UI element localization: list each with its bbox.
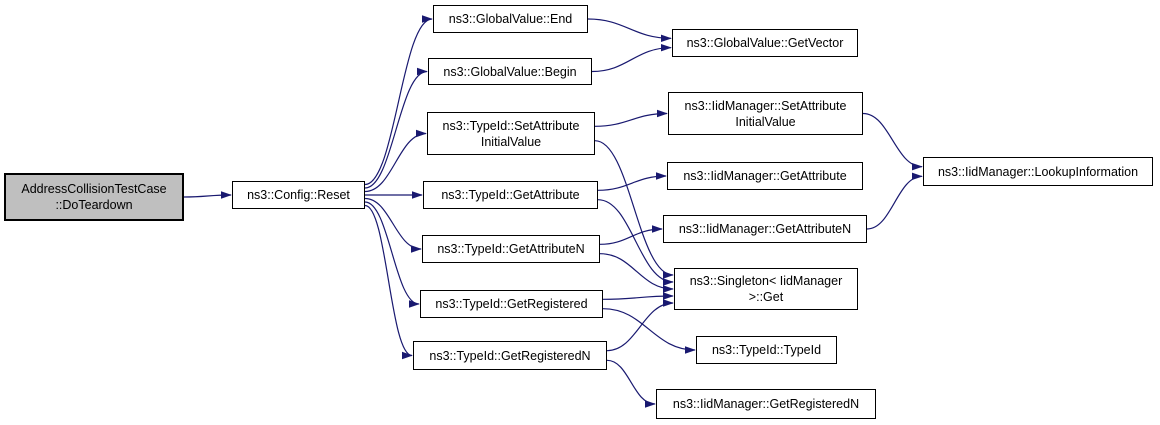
node-iidmanager-getregisteredn[interactable]: ns3::IidManager::GetRegisteredN [656, 389, 876, 419]
edge-typeid-getattributen-to-iidmanager-getattributen [599, 225, 663, 245]
edge-globalvalue-end-to-globalvalue-getvector [587, 18, 672, 43]
node-label-line: >::Get [748, 290, 784, 304]
node-label-line: ns3::TypeId::GetAttributeN [437, 242, 585, 256]
node-label-line: ns3::IidManager::LookupInformation [937, 164, 1139, 179]
node-label-line: ns3::IidManager::GetAttributeN [678, 222, 852, 236]
node-label-line: AddressCollisionTestCase [21, 182, 167, 196]
node-label-line: ns3::TypeId::SetAttribute [442, 118, 580, 133]
edge-config-reset-to-globalvalue-end [364, 15, 433, 186]
edge-typeid-getregisteredn-to-iidmanager-getregisteredn [606, 359, 656, 408]
node-label-line: ns3::TypeId::GetRegisteredN [429, 348, 591, 363]
node-label-line: ::DoTeardown [55, 198, 133, 212]
node-label-line: ns3::GlobalValue::End [448, 12, 573, 26]
node-doteardown: AddressCollisionTestCase::DoTeardown [4, 173, 184, 221]
node-globalvalue-end[interactable]: ns3::GlobalValue::End [433, 5, 588, 33]
node-globalvalue-begin[interactable]: ns3::GlobalValue::Begin [428, 58, 592, 85]
edge-globalvalue-begin-to-globalvalue-getvector [591, 43, 672, 73]
edge-typeid-setattributeinitialvalue-to-iidmanager-setattributeinitialvalue [594, 109, 668, 127]
node-typeid-getregisteredn[interactable]: ns3::TypeId::GetRegisteredN [413, 341, 607, 370]
node-label-line: ns3::IidManager::SetAttribute [684, 98, 847, 113]
node-typeid-getattributen[interactable]: ns3::TypeId::GetAttributeN [422, 235, 600, 263]
edge-typeid-getattribute-to-singleton-get [597, 199, 674, 286]
node-singleton-get[interactable]: ns3::Singleton< IidManager>::Get [674, 268, 858, 310]
node-config-reset[interactable]: ns3::Config::Reset [232, 181, 365, 209]
node-label-line: ns3::TypeId::GetAttribute [441, 188, 580, 202]
node-label-line: ns3::IidManager::GetRegisteredN [672, 397, 860, 411]
node-label-line: ns3::GlobalValue::Begin [443, 64, 577, 79]
node-label-line: ns3::TypeId::GetRegistered [435, 297, 588, 311]
edge-typeid-getregistered-to-typeid-typeid [602, 308, 696, 354]
node-typeid-getattribute[interactable]: ns3::TypeId::GetAttribute [423, 181, 598, 209]
node-typeid-typeid[interactable]: ns3::TypeId::TypeId [696, 336, 837, 364]
node-label-line: InitialValue [480, 134, 542, 149]
edge-typeid-getregistered-to-singleton-get [602, 292, 674, 300]
edge-config-reset-to-typeid-setattributeinitialvalue [364, 129, 427, 193]
node-label-line: ns3::IidManager::GetAttribute [683, 169, 847, 183]
node-label-line: ns3::Singleton< IidManager [689, 274, 843, 288]
edge-iidmanager-getattributen-to-iidmanager-lookupinformation [866, 172, 923, 230]
node-iidmanager-lookupinformation[interactable]: ns3::IidManager::LookupInformation [923, 157, 1153, 186]
edge-doteardown-to-config-reset [183, 191, 232, 199]
node-iidmanager-getattribute[interactable]: ns3::IidManager::GetAttribute [667, 162, 863, 190]
node-label-line: InitialValue [735, 114, 796, 129]
edge-typeid-setattributeinitialvalue-to-singleton-get [594, 140, 674, 279]
edge-typeid-getattribute-to-iidmanager-getattribute [597, 172, 667, 191]
edge-typeid-getregisteredn-to-singleton-get [606, 299, 674, 352]
node-typeid-getregistered[interactable]: ns3::TypeId::GetRegistered [420, 290, 603, 318]
node-iidmanager-getattributen[interactable]: ns3::IidManager::GetAttributeN [663, 215, 867, 243]
node-label-line: ns3::GlobalValue::GetVector [686, 36, 844, 50]
edge-config-reset-to-typeid-getregistered [364, 201, 420, 308]
edge-typeid-getattributen-to-singleton-get [599, 253, 674, 293]
node-label-line: ns3::TypeId::TypeId [711, 343, 822, 357]
edge-config-reset-to-globalvalue-begin [364, 67, 428, 189]
node-globalvalue-getvector[interactable]: ns3::GlobalValue::GetVector [672, 29, 858, 57]
edge-iidmanager-setattributeinitialvalue-to-iidmanager-lookupinformation [862, 112, 923, 171]
edge-config-reset-to-typeid-getregisteredn [364, 204, 413, 360]
node-label-line: ns3::Config::Reset [247, 188, 350, 202]
edge-config-reset-to-typeid-getattributen [364, 197, 422, 253]
